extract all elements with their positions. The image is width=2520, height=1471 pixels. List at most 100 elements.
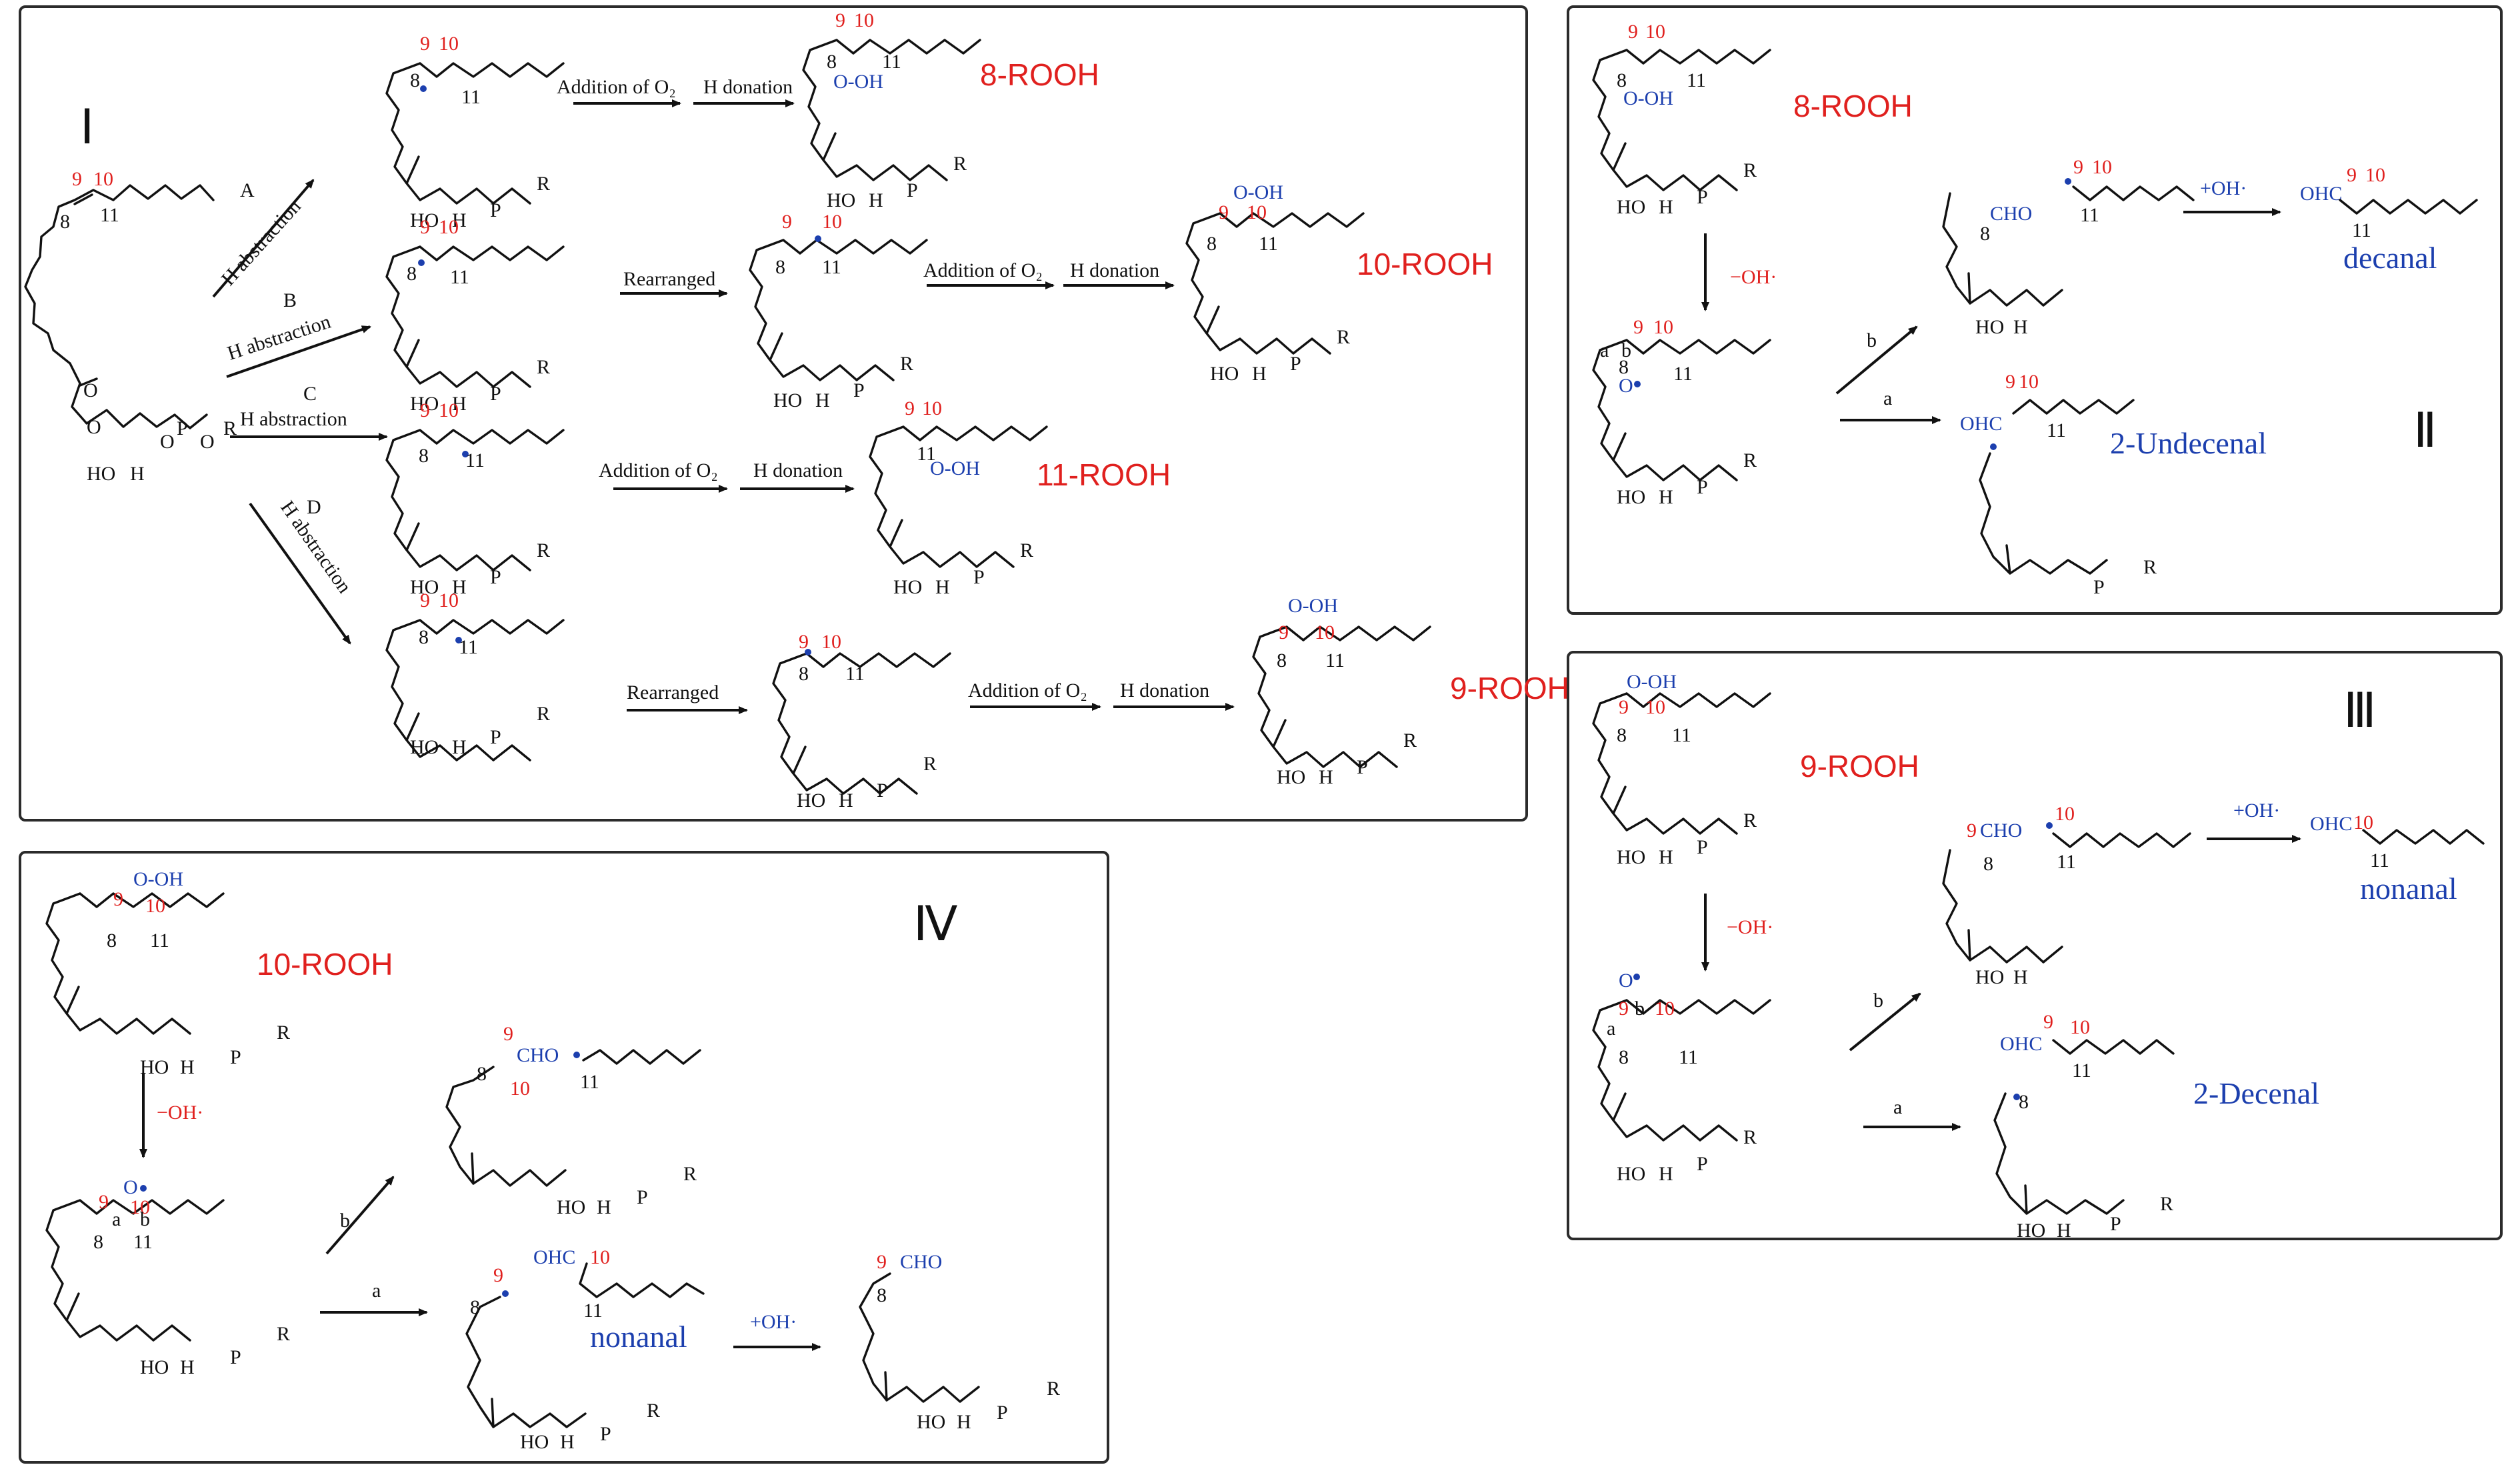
svg-text:P: P [1697,476,1708,498]
svg-text:10: 10 [1645,21,1665,43]
svg-text:11: 11 [100,204,119,226]
svg-text:HO: HO [917,1411,945,1433]
svg-text:10: 10 [439,216,459,238]
panel-II-alkoxyl: a b 9 10 8 O 11 HO H P R [1592,316,1771,508]
svg-text:Rearranged: Rearranged [627,681,719,703]
svg-text:10: 10 [2365,164,2385,186]
svg-text:R: R [537,356,550,378]
svg-text:11: 11 [1673,363,1693,385]
svg-text:9: 9 [799,631,809,653]
panel-II-gain-label: +OH· [2200,177,2247,199]
svg-text:H: H [1659,846,1673,868]
svg-text:H: H [2013,966,2028,988]
svg-text:O-OH: O-OH [1288,595,1338,617]
svg-text:9: 9 [420,216,430,238]
molecule-10-rooh: O-OH 9 10 8 11 HO H P R [1185,181,1365,385]
panel-III-path-b-product: 9 CHO 8 HO H [1942,820,2063,988]
product-decanal: decanal [2343,241,2437,275]
svg-text:10: 10 [2070,1016,2090,1038]
svg-text:9: 9 [1633,316,1643,338]
svg-text:OHC: OHC [1960,413,2002,435]
svg-text:8: 8 [93,1231,103,1253]
svg-text:11: 11 [583,1300,603,1322]
svg-text:P: P [877,780,888,802]
svg-text:P: P [1357,756,1368,778]
svg-text:R: R [1743,449,1757,471]
svg-text:11: 11 [459,636,478,658]
arrow-C-letter: C [303,383,317,405]
svg-text:P: P [853,379,865,401]
svg-text:R: R [647,1400,660,1422]
svg-text:R: R [1743,159,1757,181]
product-8-rooh: 8-ROOH [980,57,1099,92]
panel-II-reactant: 9 10 8 11 O-OH HO H P R [1592,21,1771,218]
svg-text:11: 11 [2352,219,2371,241]
svg-text:R: R [1403,729,1417,752]
svg-text:HO: HO [557,1196,585,1218]
svg-text:9: 9 [1279,621,1289,643]
panel-III-reactant: O-OH 9 10 8 11 HO H P R [1592,671,1771,868]
svg-text:H: H [180,1356,195,1378]
panel-IV-alkoxyl: O 9 10 a b 8 11 HO H P R [45,1176,290,1378]
svg-text:R: R [2160,1193,2173,1215]
svg-text:R: R [683,1163,697,1185]
product-2-decenal: 2-Decenal [2193,1076,2319,1110]
svg-text:8: 8 [1617,69,1627,91]
svg-text:10: 10 [439,399,459,421]
svg-text:H: H [957,1411,971,1433]
svg-text:P: P [1290,353,1301,375]
svg-text:b: b [1873,990,1883,1012]
svg-text:P: P [637,1186,648,1208]
svg-text:O: O [123,1176,138,1198]
molecule-row-D-rearranged: 9 10 8 11 HO H P R [772,631,951,812]
svg-text:8: 8 [799,663,809,685]
svg-text:OHC: OHC [2300,183,2342,205]
svg-text:10: 10 [2092,156,2112,178]
svg-text:R: R [537,173,550,195]
svg-text:11: 11 [133,1231,153,1253]
svg-text:HO: HO [1210,363,1239,385]
panel-III-reactant-label: 9-ROOH [1800,749,1919,784]
svg-text:H donation: H donation [1120,679,1209,701]
svg-text:a: a [112,1208,121,1230]
svg-text:b: b [1635,998,1645,1020]
svg-text:11: 11 [1325,649,1345,671]
svg-text:CHO: CHO [517,1044,559,1066]
svg-text:8: 8 [877,1284,887,1306]
svg-text:HO: HO [1617,196,1645,218]
row-B-rearranged-label: Rearranged [623,268,715,290]
svg-text:9: 9 [2073,156,2083,178]
svg-text:10: 10 [1645,696,1665,718]
svg-text:Addition of O₂: Addition of O₂ [923,259,1043,281]
svg-text:10: 10 [130,1196,150,1218]
svg-text:P: P [230,1046,241,1068]
svg-text:O: O [1619,970,1633,992]
svg-text:8: 8 [1277,649,1287,671]
svg-text:9: 9 [2043,1011,2053,1033]
svg-text:11: 11 [882,51,901,73]
svg-text:H: H [839,790,853,812]
svg-text:b: b [140,1208,150,1230]
svg-text:8: 8 [1980,223,1990,245]
svg-text:a: a [1883,387,1892,409]
molecule-row-D: 9 10 8 11 HO H P R [385,589,565,762]
panel-IV-path-a-fragment: 9 8 HO H P R [465,1264,660,1453]
svg-text:8: 8 [407,263,417,285]
svg-text:R: R [537,703,550,725]
svg-text:R: R [1743,810,1757,832]
svg-text:a: a [372,1280,381,1302]
svg-text:11: 11 [1687,69,1706,91]
panel-III-path-a-product: OHC 9 10 11 8 HO H P R [1993,1011,2175,1242]
svg-text:R: R [223,417,237,439]
svg-text:HO: HO [1975,316,2004,338]
svg-text:10: 10 [510,1078,530,1100]
svg-text:8: 8 [775,256,785,278]
svg-text:H: H [597,1196,611,1218]
svg-text:HO: HO [410,209,439,231]
product-11-rooh: 11-ROOH [1037,457,1171,492]
svg-text:R: R [1020,539,1033,561]
svg-text:OHC: OHC [2310,813,2352,835]
svg-text:H: H [2013,316,2028,338]
svg-text:9: 9 [1967,820,1977,842]
svg-text:O-OH: O-OH [930,457,980,479]
